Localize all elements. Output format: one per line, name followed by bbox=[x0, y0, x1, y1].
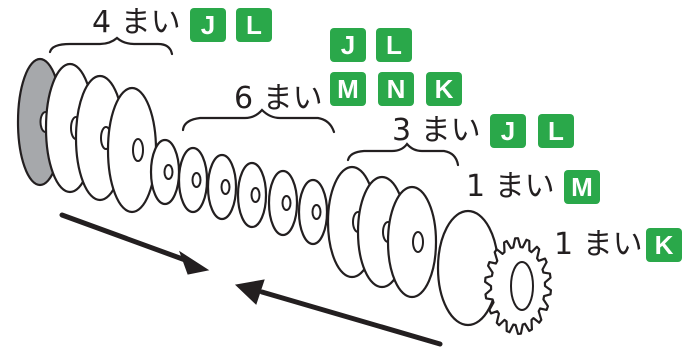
group-6-badge-l: L bbox=[376, 28, 412, 62]
spur-gear bbox=[484, 237, 553, 335]
brace-group-4 bbox=[48, 36, 174, 56]
group-6-badge-j: J bbox=[330, 28, 366, 62]
group-4-badge-l: L bbox=[236, 8, 272, 42]
disc-ring-6 bbox=[297, 178, 329, 246]
disc-plate-3 bbox=[106, 86, 158, 214]
disc-plate-6 bbox=[386, 185, 438, 299]
arrow-left-shaft bbox=[259, 289, 443, 347]
brace-group-6 bbox=[181, 108, 336, 134]
group-6-badge-m: M bbox=[330, 72, 366, 106]
group-3-count-label: 3 まい bbox=[392, 113, 481, 148]
disc-ring-2 bbox=[177, 146, 209, 214]
group-1m-badge-m: M bbox=[564, 170, 600, 204]
arrow-left-head bbox=[234, 279, 265, 305]
group-6-count-label: 6 まい bbox=[234, 81, 323, 116]
arrow-right-shaft bbox=[59, 212, 191, 264]
brace-group-3 bbox=[346, 142, 460, 167]
group-1k-badge-k: K bbox=[646, 228, 682, 262]
group-6-badge-n: N bbox=[378, 72, 414, 106]
group-1m-count-label: 1 まい bbox=[466, 169, 555, 204]
group-3-badge-l: L bbox=[538, 114, 574, 148]
group-6-badge-k: K bbox=[426, 72, 462, 106]
disc-ring-3 bbox=[206, 153, 238, 221]
disc-ring-5 bbox=[267, 169, 299, 237]
group-1k-count-label: 1 まい bbox=[554, 227, 643, 262]
disc-ring-1 bbox=[149, 138, 181, 206]
group-3-badge-j: J bbox=[490, 114, 526, 148]
arrow-right-head bbox=[179, 250, 210, 275]
group-4-count-label: 4 まい bbox=[92, 5, 181, 40]
group-4-badge-j: J bbox=[190, 8, 226, 42]
disc-ring-4 bbox=[236, 161, 268, 229]
